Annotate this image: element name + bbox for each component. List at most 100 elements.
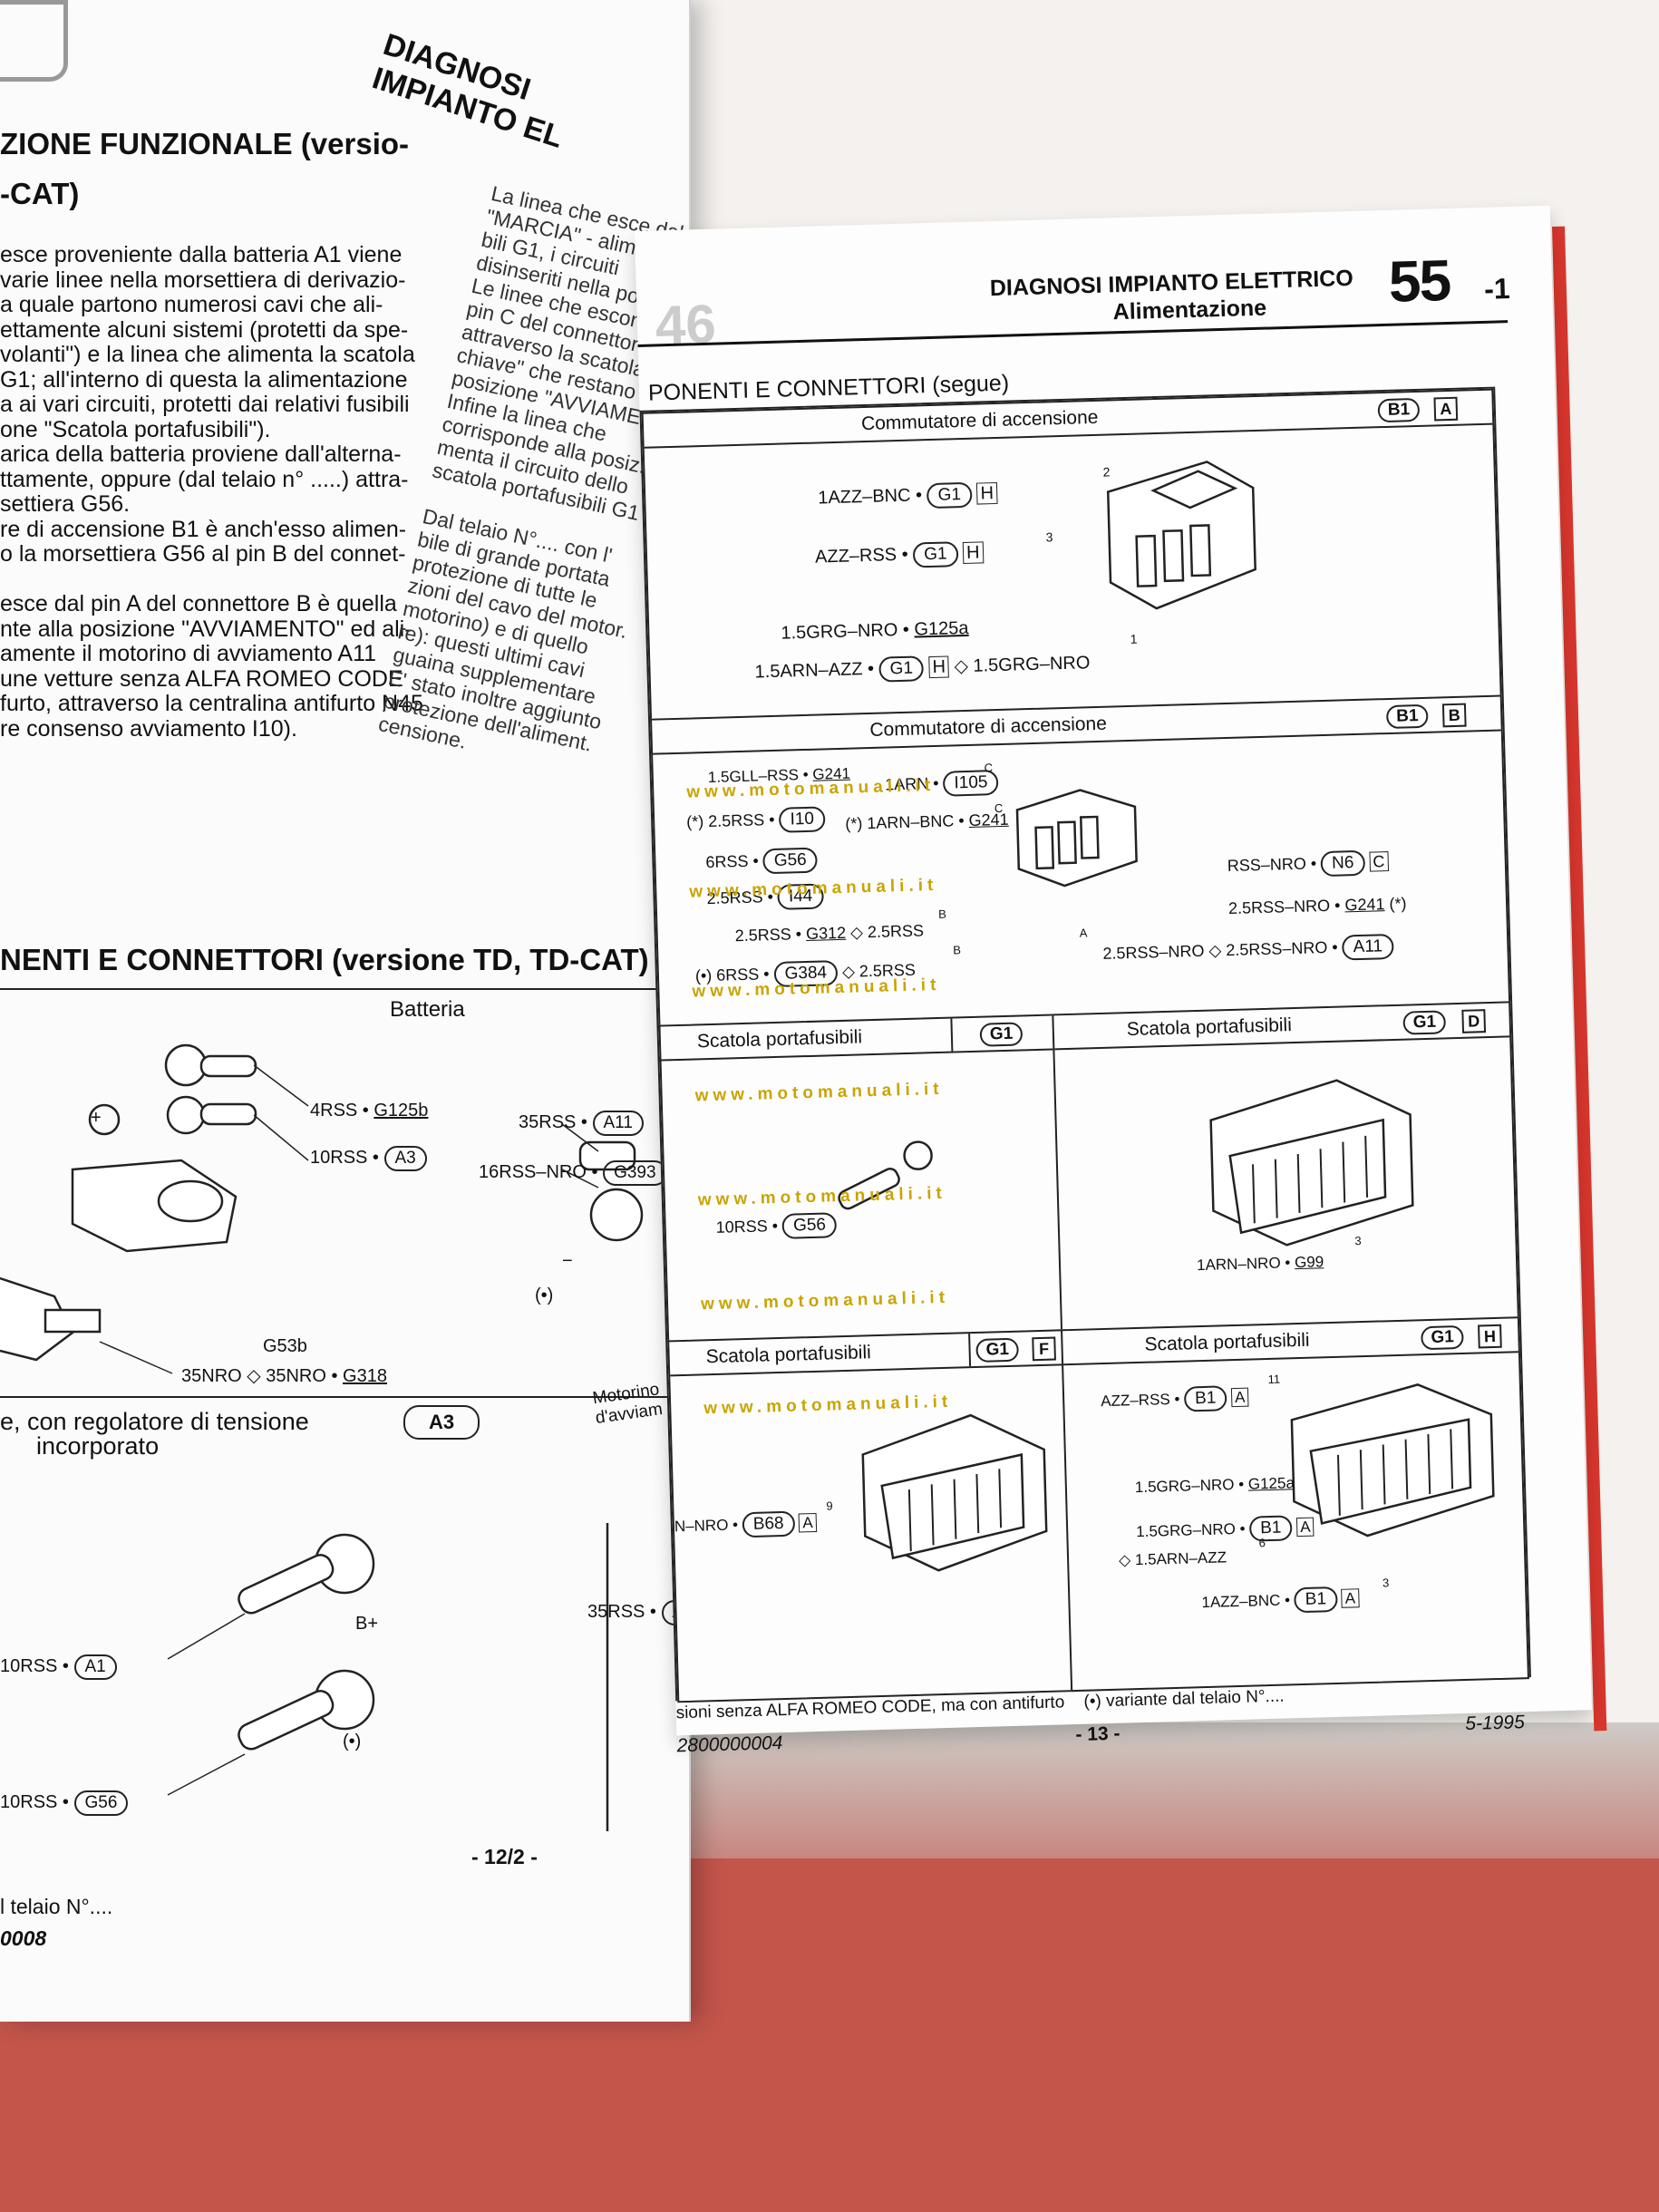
connector-tag: G1 bbox=[1402, 1010, 1447, 1035]
battery-label: Batteria bbox=[390, 997, 465, 1022]
pin-number: 9 bbox=[826, 1499, 833, 1513]
wire-label: 10RSS • G56 bbox=[715, 1212, 838, 1241]
pin-number: 3 bbox=[1354, 1234, 1362, 1248]
pin-number: 2 bbox=[1102, 464, 1111, 480]
connector-tag: G1 bbox=[979, 1022, 1024, 1047]
wire-label: 1.5GRG–NRO • B1 A bbox=[1136, 1515, 1315, 1545]
pin-letter: B bbox=[953, 943, 962, 957]
pin-number: 11 bbox=[1267, 1372, 1281, 1386]
cell-b1-a: Commutatore di accensione B1 A 1AZZ–BNC … bbox=[641, 388, 1502, 724]
pin-number: 6 bbox=[1258, 1536, 1266, 1550]
pin-number: 3 bbox=[1382, 1576, 1390, 1590]
body-line: esce proveniente dalla batteria A1 viene bbox=[0, 242, 403, 267]
cell-title: Scatola portafusibili bbox=[1144, 1329, 1310, 1355]
pin-letter: C bbox=[984, 761, 994, 775]
minus-symbol: − bbox=[562, 1251, 573, 1271]
pin-square: H bbox=[1478, 1324, 1502, 1349]
batt-wire-4: 35RSS • A11 bbox=[519, 1111, 644, 1136]
wire-label: AZZ–RSS • B1 A bbox=[1101, 1385, 1249, 1415]
batt-wire-1: 4RSS • G125b bbox=[310, 1101, 429, 1121]
cell-title: Scatola portafusibili bbox=[1126, 1014, 1293, 1041]
wire-label: 2.5RSS • G312 ◇ 2.5RSS bbox=[734, 921, 925, 946]
connector-grid: Commutatore di accensione B1 A 1AZZ–BNC … bbox=[639, 386, 1531, 1703]
fusebox-connector-drawing bbox=[861, 1413, 1048, 1572]
cell-b1-b: Commutatore di accensione B1 B 1.5GLL–RS… bbox=[650, 694, 1511, 1031]
alternator-diagram-box bbox=[0, 1396, 689, 1851]
body-line: ettamente alcuni sistemi (protetti da sp… bbox=[0, 316, 409, 343]
pin-number: 1 bbox=[1130, 631, 1138, 646]
pin-letter: A bbox=[1079, 926, 1088, 940]
connector-tag: B1 bbox=[1385, 703, 1429, 730]
connector-tag: G1 bbox=[975, 1337, 1020, 1363]
wire-label: ◇ 1.5ARN–AZZ bbox=[1118, 1548, 1227, 1569]
left-page-header: DIAGNOSI IMPIANTO EL bbox=[368, 27, 568, 155]
wire-label: 6RSS • G56 bbox=[705, 847, 819, 876]
section-number-sub: -1 bbox=[1483, 272, 1511, 306]
body-line: a quale partono numerosi cavi che ali- bbox=[0, 292, 383, 317]
cell-g1: Scatola portafusibili G1 10RSS • G56 bbox=[658, 1014, 1067, 1346]
body-line: volanti") e la linea che alimenta la sca… bbox=[0, 342, 415, 367]
body-line: G1; all'interno di questa la alimentazio… bbox=[0, 366, 408, 393]
wire-label: RSS–NRO • N6 C bbox=[1227, 849, 1389, 879]
alt-wire-1: 10RSS • A1 bbox=[0, 1654, 117, 1680]
right-header-subtitle: Alimentazione bbox=[1112, 295, 1267, 325]
cell-g1-f: Scatola portafusibili G1 F N–NRO • B68 A… bbox=[667, 1329, 1077, 1703]
section-title-cont: -CAT) bbox=[0, 177, 80, 210]
wire-label: 1AZZ–BNC • G1 H bbox=[818, 481, 998, 512]
wire-label: AZZ–RSS • G1 H bbox=[815, 540, 984, 570]
pin-square: B bbox=[1441, 703, 1467, 728]
fusebox-connector-drawing bbox=[1290, 1383, 1495, 1538]
alt-wire-2: 10RSS • G56 bbox=[0, 1790, 129, 1816]
section-title: ZIONE FUNZIONALE (versio- bbox=[0, 127, 410, 160]
wire-label: (*) 2.5RSS • I10 bbox=[686, 806, 826, 835]
batt-wire-2: 10RSS • A3 bbox=[310, 1146, 427, 1171]
cell-title: Scatola portafusibili bbox=[705, 1342, 872, 1368]
body-line: arica della batteria proviene dall'alter… bbox=[0, 441, 402, 467]
left-footer-code: 0008 bbox=[0, 1926, 47, 1950]
body-line: re consenso avviamento I10). bbox=[0, 715, 297, 742]
pin-square: D bbox=[1461, 1009, 1487, 1033]
body-line: furto, attraverso la centralina antifurt… bbox=[0, 691, 423, 716]
batt-junction-label: G53b bbox=[263, 1336, 307, 1356]
ring-terminal-drawing bbox=[838, 1140, 933, 1210]
connector-tag: G1 bbox=[1421, 1324, 1465, 1351]
battery-diagram bbox=[0, 1043, 644, 1374]
right-header-title: DIAGNOSI IMPIANTO ELETTRICO bbox=[989, 265, 1354, 302]
document-code: 2800000004 bbox=[676, 1732, 783, 1757]
body-line: esce dal pin A del connettore B è quella bbox=[0, 591, 397, 616]
alternator-diagram bbox=[167, 1523, 609, 1831]
page-number-ghost bbox=[0, 0, 68, 82]
left-page-number: - 12/2 - bbox=[471, 1845, 538, 1868]
pin-number: 3 bbox=[1045, 529, 1053, 545]
cell-g1-d: Scatola portafusibili G1 D 1ARN–NRO • G9… bbox=[1052, 1001, 1519, 1335]
cell-title: Scatola portafusibili bbox=[696, 1026, 863, 1053]
left-page: DIAGNOSI IMPIANTO EL ZIONE FUNZIONALE (v… bbox=[0, 0, 691, 2022]
left-footer-note: l telaio N°.... bbox=[0, 1895, 113, 1918]
body-text: esce proveniente dalla batteria A1 viene… bbox=[0, 242, 458, 742]
wire-label: 1ARN–NRO • G99 bbox=[1196, 1253, 1324, 1275]
document-date: 5-1995 bbox=[1465, 1712, 1526, 1735]
wire-label: 2.5RSS–NRO • G241 (*) bbox=[1227, 894, 1407, 917]
batt-wire-3: 35NRO ◇ 35NRO • G318 bbox=[181, 1366, 387, 1386]
cell-title: Commutatore di accensione bbox=[860, 406, 1099, 435]
section-number: 55 bbox=[1387, 247, 1451, 315]
body-line bbox=[0, 568, 458, 593]
wire-label: (*) 1ARN–BNC • G241 bbox=[845, 810, 1009, 833]
plus-symbol: + bbox=[91, 1108, 102, 1128]
body-line: une vetture senza ALFA ROMEO CODE bbox=[0, 665, 403, 692]
wire-label: 1.5GRG–NRO • G125a bbox=[1134, 1474, 1295, 1497]
wire-label: 1.5GRG–NRO • G125a bbox=[781, 617, 969, 644]
battery-diagram-box bbox=[0, 988, 689, 1389]
batt-variant-mark: (•) bbox=[535, 1285, 554, 1305]
pin-square: F bbox=[1032, 1336, 1056, 1362]
ghost-page-number: 46 bbox=[654, 293, 717, 356]
pin-letter: B bbox=[937, 907, 947, 921]
body-line: re di accensione B1 è anch'esso alimen- bbox=[0, 516, 407, 542]
body-line: amente il motorino di avviamento A11 bbox=[0, 641, 377, 666]
connector-drawing bbox=[1015, 789, 1138, 888]
batt-wire-5: 16RSS–NRO • G393 bbox=[479, 1160, 667, 1186]
connector-tag: B1 bbox=[1377, 397, 1421, 423]
body-line: one "Scatola portafusibili"). bbox=[0, 416, 271, 442]
body-line: settiera G56. bbox=[0, 491, 131, 517]
